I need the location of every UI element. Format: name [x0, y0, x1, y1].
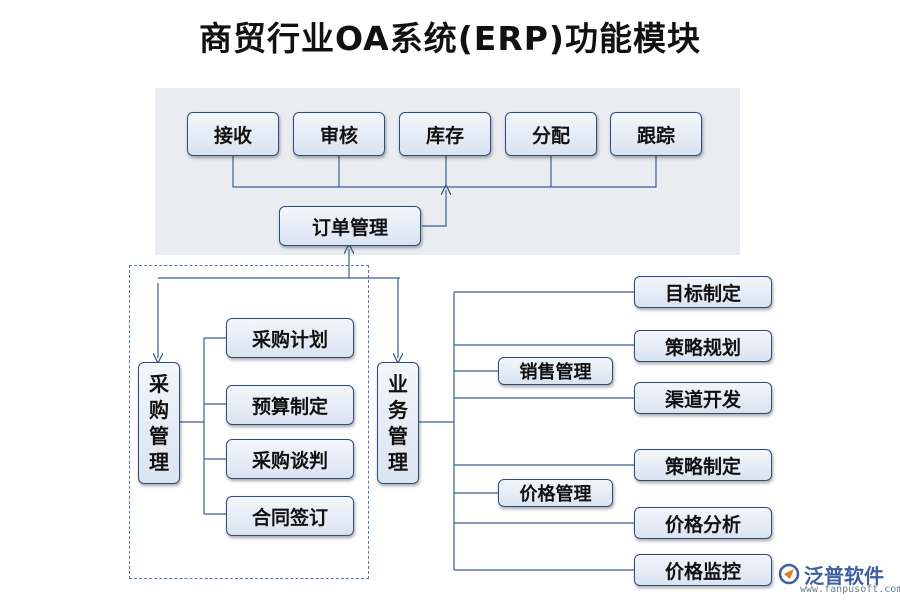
node-channel-development: 渠道开发: [634, 382, 772, 414]
node-genzong: 跟踪: [610, 112, 702, 156]
logo-url: www.fanpusoft.com: [800, 584, 900, 595]
node-fenpei: 分配: [505, 112, 597, 156]
fanpu-logo: 泛普软件: [778, 554, 896, 594]
node-price-analysis: 价格分析: [634, 507, 772, 539]
node-negotiation: 采购谈判: [226, 439, 354, 479]
fanpu-logo-icon: [778, 563, 800, 585]
node-order-management: 订单管理: [279, 206, 421, 246]
node-contract: 合同签订: [226, 496, 354, 536]
diagram-title: 商贸行业OA系统(ERP)功能模块: [198, 19, 701, 58]
node-purchase-plan: 采购计划: [226, 318, 354, 358]
node-sales-management: 销售管理: [498, 357, 613, 385]
node-shenhe: 审核: [293, 112, 385, 156]
node-target-setting: 目标制定: [634, 276, 772, 308]
node-jieshou: 接收: [187, 112, 279, 156]
node-business-management: 业务管理: [377, 362, 419, 484]
node-purchase-management: 采购管理: [138, 362, 180, 484]
node-strategy-setting: 策略制定: [634, 449, 772, 481]
logo-name: 泛普软件: [804, 563, 884, 588]
node-kucun: 库存: [399, 112, 491, 156]
node-price-monitoring: 价格监控: [634, 554, 772, 586]
line-order-to-top: [422, 190, 446, 227]
purchase-group-border: [129, 265, 369, 579]
line-top-bus: [232, 155, 657, 188]
node-strategy-planning: 策略规划: [634, 330, 772, 362]
node-budget: 预算制定: [226, 385, 354, 425]
node-price-management: 价格管理: [498, 479, 613, 507]
